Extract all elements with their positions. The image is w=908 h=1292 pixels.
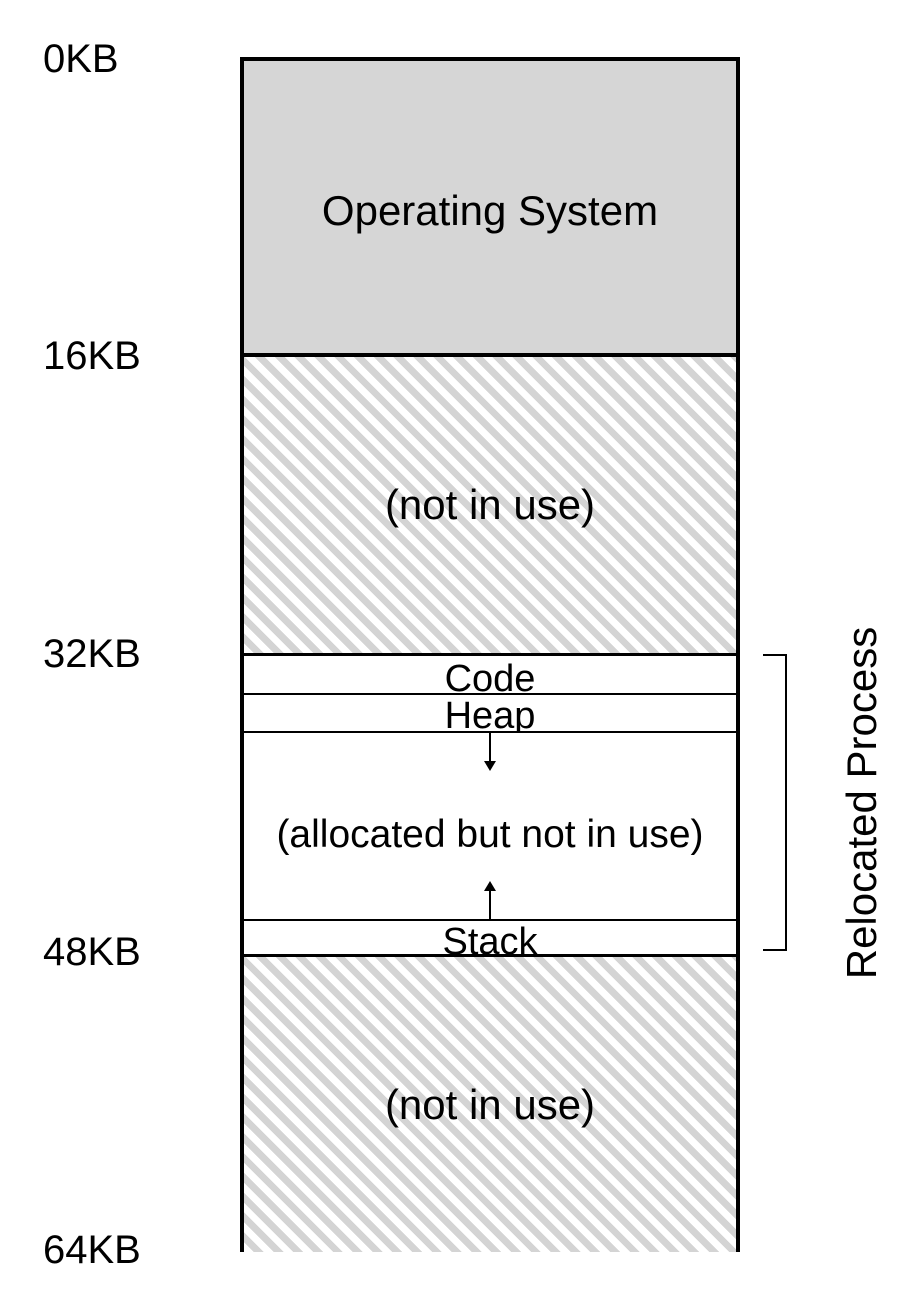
address-label-48kb: 48KB: [43, 930, 141, 974]
address-label-32kb: 32KB: [43, 632, 141, 676]
allocated-free-segment: (allocated but not in use): [244, 733, 736, 919]
stack-growth-arrow-icon: [484, 881, 496, 919]
relocated-process-bracket: [763, 654, 787, 951]
allocated-free-label: (allocated but not in use): [276, 813, 704, 856]
free-region-lower: (not in use): [244, 954, 736, 1252]
stack-segment: Stack: [244, 919, 736, 961]
heap-segment: Heap: [244, 695, 736, 737]
free-region-upper: (not in use): [244, 357, 736, 656]
heap-growth-arrow-icon: [484, 733, 496, 771]
free-region-upper-label: (not in use): [384, 481, 596, 528]
address-label-16kb: 16KB: [43, 334, 141, 378]
physical-memory: Operating System (not in use) Code Heap …: [240, 57, 740, 1252]
operating-system-region: Operating System: [244, 61, 736, 357]
operating-system-label: Operating System: [321, 187, 659, 234]
relocated-process-label: Relocated Process: [838, 626, 885, 980]
code-label: Code: [444, 658, 536, 700]
address-label-64kb: 64KB: [43, 1228, 141, 1272]
address-label-0kb: 0KB: [43, 37, 119, 81]
heap-label: Heap: [444, 695, 536, 737]
free-region-lower-label: (not in use): [384, 1080, 596, 1128]
code-segment: Code: [244, 658, 736, 700]
